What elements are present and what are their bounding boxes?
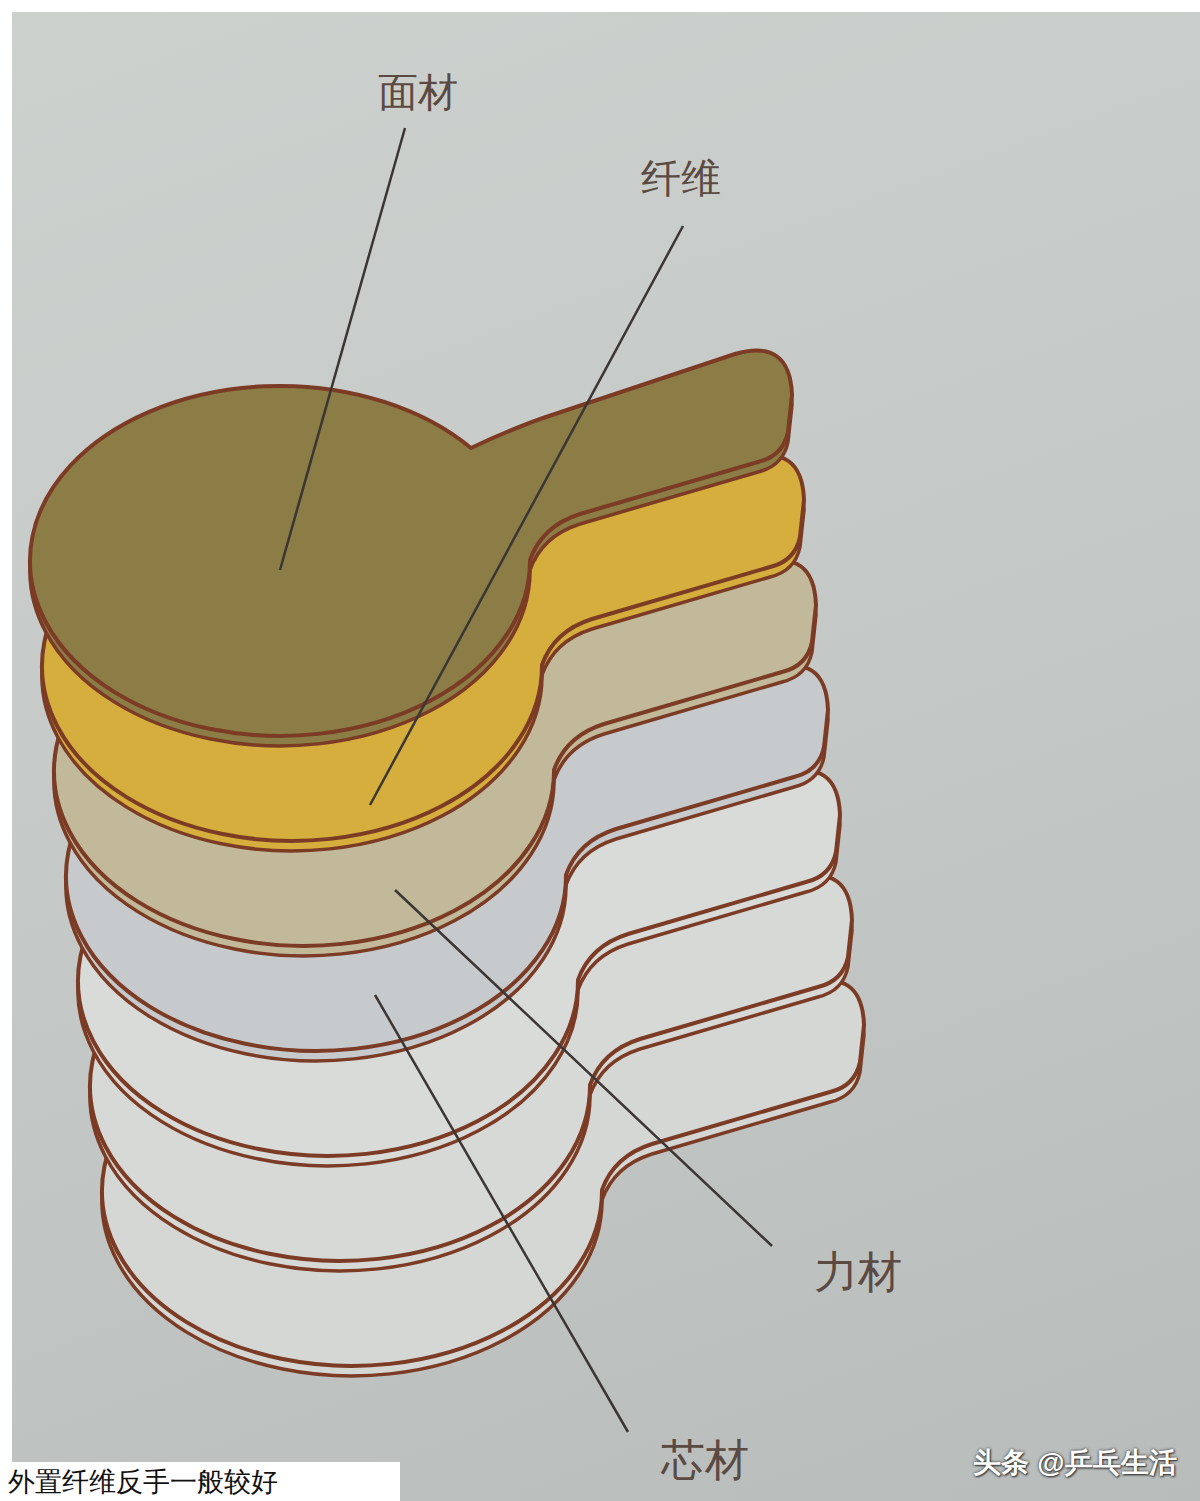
watermark: 头条 @乒乓生活 (973, 1446, 1176, 1480)
leader-line (395, 890, 772, 1246)
blade-layer (30, 350, 792, 745)
leader-line (280, 128, 405, 570)
part-label: 芯材 (661, 1434, 749, 1487)
part-label: 力材 (814, 1246, 902, 1299)
caption-text: 外置纤维反手一般较好 (8, 1466, 278, 1498)
part-label: 纤维 (641, 154, 721, 202)
part-label: 面材 (378, 68, 458, 116)
layer-face (30, 350, 792, 735)
leader-line (375, 995, 628, 1432)
leader-line (370, 226, 683, 805)
